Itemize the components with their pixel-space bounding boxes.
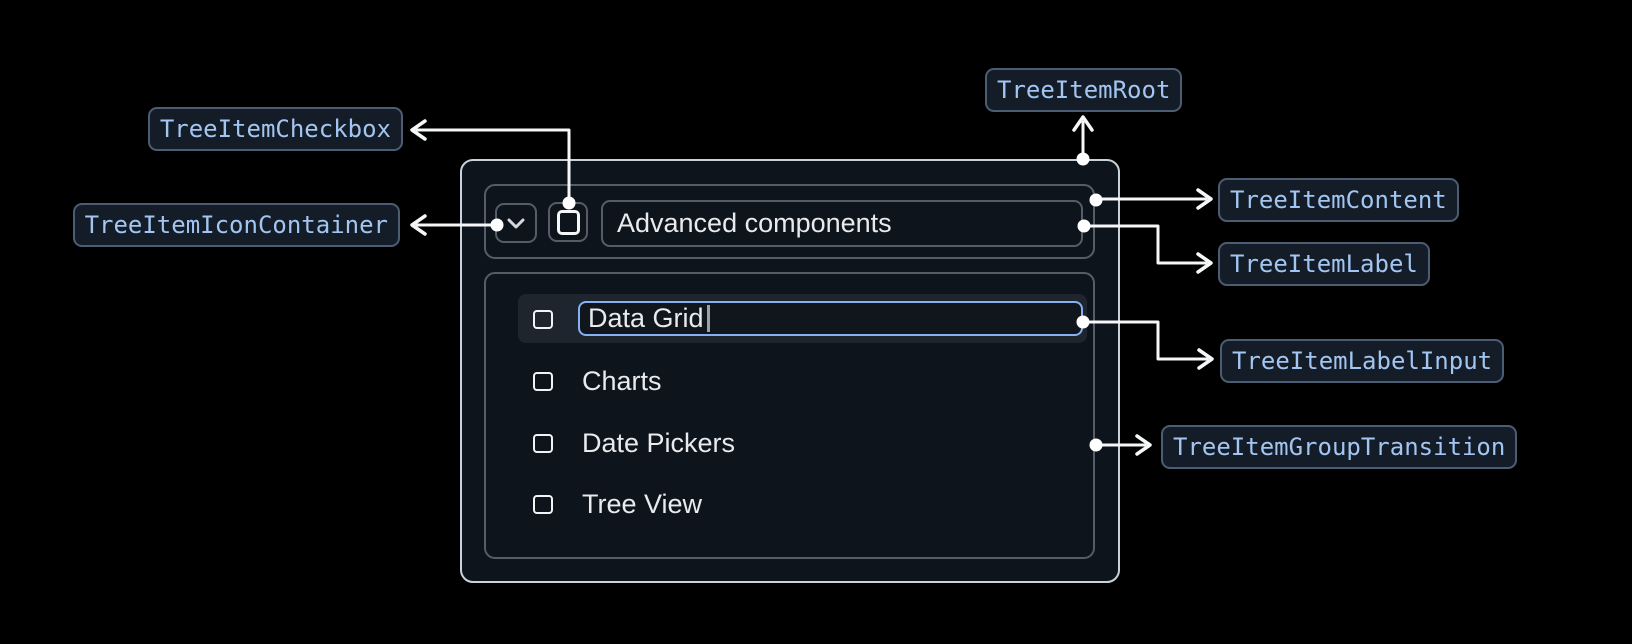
parent-item-label: Advanced components	[617, 208, 892, 238]
annotation-tree-item-label-input: TreeItemLabelInput	[1220, 339, 1505, 383]
item-label: Charts	[582, 365, 662, 396]
checkbox-unchecked-icon[interactable]	[533, 310, 553, 329]
arrow-right-icon	[1135, 434, 1152, 456]
checkbox-unchecked-icon[interactable]	[533, 494, 553, 514]
annotation-tree-item-label: TreeItemLabel	[1218, 242, 1430, 286]
item-label: Tree View	[582, 488, 703, 519]
tree-item-label: Advanced components	[601, 200, 1083, 247]
arrow-right-icon	[1196, 188, 1213, 210]
annotation-tree-item-group-transition: TreeItemGroupTransition	[1161, 425, 1518, 469]
annotation-tree-item-content: TreeItemContent	[1218, 178, 1459, 222]
tree-item-content[interactable]	[484, 184, 1095, 259]
tree-row-charts[interactable]: Charts	[533, 361, 1073, 401]
annotation-tree-item-icon-container: TreeItemIconContainer	[72, 203, 400, 247]
item-label: Date Pickers	[582, 427, 736, 458]
arrow-left-icon	[410, 119, 427, 141]
checkbox-unchecked-icon[interactable]	[533, 433, 553, 453]
chevron-down-icon	[507, 218, 525, 229]
arrow-right-icon	[1197, 348, 1214, 370]
arrow-up-icon	[1072, 115, 1094, 132]
checkbox-unchecked-icon	[556, 209, 580, 235]
tree-item-checkbox[interactable]	[548, 202, 588, 242]
annotation-tree-item-checkbox: TreeItemCheckbox	[147, 107, 403, 151]
checkbox-unchecked-icon[interactable]	[533, 371, 553, 391]
tree-item-group-transition	[484, 272, 1095, 559]
label-input-value: Data Grid	[588, 303, 704, 333]
text-caret-icon	[706, 305, 710, 332]
annotation-tree-item-root: TreeItemRoot	[985, 68, 1183, 112]
tree-row-date-pickers[interactable]: Date Pickers	[533, 423, 1073, 463]
tree-row-tree-view[interactable]: Tree View	[533, 484, 1073, 524]
arrow-right-icon	[1196, 252, 1213, 274]
tree-item-label-input[interactable]: Data Grid	[578, 301, 1083, 336]
tree-item-root	[460, 159, 1120, 583]
tree-item-icon-container[interactable]	[495, 203, 537, 243]
arrow-left-icon	[410, 214, 427, 236]
